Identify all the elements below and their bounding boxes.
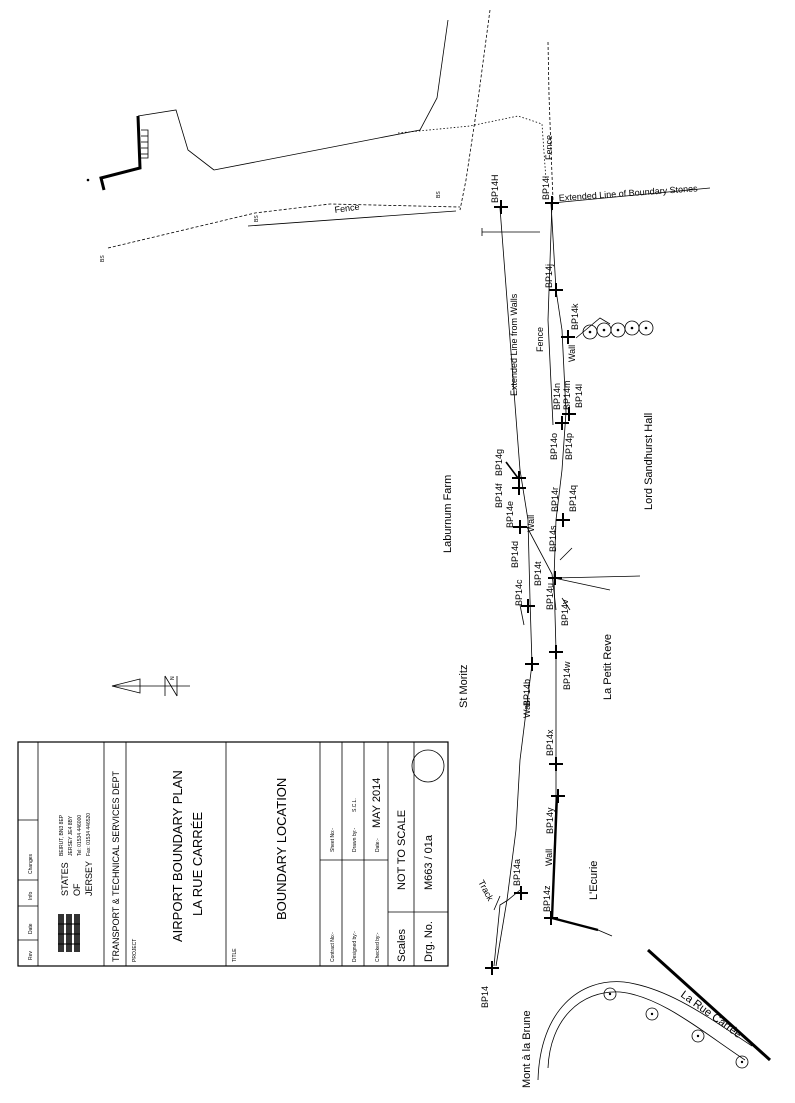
- drawn-value: S.C.L.: [352, 798, 358, 812]
- org-line3: JERSEY: [84, 861, 94, 896]
- label-bp14o: BP14o: [549, 433, 559, 460]
- label-bp14H: BP14H: [490, 174, 500, 203]
- scales-caption: Scales: [396, 928, 408, 962]
- label-bp14w: BP14w: [562, 661, 572, 690]
- label-bp14x: BP14x: [545, 729, 555, 756]
- label-mont-a-la-brune: Mont à la Brune: [521, 1010, 533, 1088]
- building-outline: [86, 109, 215, 191]
- title-caption: TITLE: [232, 948, 238, 962]
- label-bp14p: BP14p: [564, 433, 574, 460]
- date-caption: Date:-: [375, 838, 381, 852]
- drg-value: M663 / 01a: [423, 834, 435, 890]
- boundary-markers: [485, 196, 576, 975]
- north-arrow: N: [111, 675, 190, 697]
- label-bp14j: BP14j: [544, 264, 554, 288]
- north-label: N: [170, 676, 176, 680]
- drawn-caption: Drawn by:-: [352, 827, 358, 852]
- northern-boundary-lines: [107, 9, 554, 249]
- label-bp14m: BP14m: [562, 380, 572, 410]
- label-laburnum-farm: Laburnum Farm: [442, 475, 454, 553]
- sheet-caption: Sheet No:-: [330, 828, 336, 852]
- label-bp14c: BP14c: [514, 579, 524, 606]
- point-labels: BP14H BP14l BP14j BP14k BP14n BP14m BP14…: [480, 174, 584, 1008]
- label-bp14u: BP14u: [545, 583, 555, 610]
- label-bs-1: BS: [100, 255, 106, 262]
- address-line1: BEIRUT, BN3 8EP: [59, 814, 65, 856]
- address-line2: JERSEY JE4 8BY: [68, 815, 74, 856]
- dept-name: TRANSPORT & TECHNICAL SERVICES DEPT: [111, 770, 121, 962]
- label-wall-1: Wall: [567, 345, 577, 362]
- label-fence-diagonal: Fence: [334, 202, 360, 215]
- label-bp14a: BP14a: [512, 859, 522, 886]
- label-bp14v: BP14v: [560, 599, 570, 626]
- label-la-petit-reve: La Petit Reve: [602, 634, 614, 700]
- label-fence-mid: Fence: [535, 327, 545, 352]
- label-st-moritz: St Moritz: [458, 665, 470, 708]
- designed-caption: Designed by:-: [352, 931, 358, 962]
- title-block: Changes Info Date Rev STATES OF JERSEY B…: [17, 741, 449, 967]
- label-bp14q: BP14q: [568, 485, 578, 512]
- label-bs-2: BS: [254, 215, 260, 222]
- address-line4: Fax: 01534 446520: [86, 813, 92, 856]
- label-track: Track: [476, 878, 495, 903]
- label-bp14r: BP14r: [550, 487, 560, 512]
- project-line1: AIRPORT BOUNDARY PLAN: [170, 770, 185, 942]
- states-of-jersey-crest: [58, 914, 80, 952]
- boundary-lines: [493, 187, 711, 967]
- label-bp14l-mid: BP14l: [574, 384, 584, 408]
- label-lord-sandhurst-hall: Lord Sandhurst Hall: [643, 413, 655, 510]
- label-bp14b: BP14b: [522, 679, 532, 706]
- date-value: MAY 2014: [371, 778, 383, 828]
- label-bp14s: BP14s: [548, 525, 558, 552]
- rev-init-caption: Info: [28, 891, 34, 900]
- scales-value: NOT TO SCALE: [396, 810, 408, 890]
- label-bp14k: BP14k: [570, 303, 580, 330]
- rev-changes-caption: Changes: [28, 853, 34, 874]
- label-bp14g: BP14g: [494, 449, 504, 476]
- label-bp14e: BP14e: [505, 501, 515, 528]
- drg-caption: Drg. No.: [423, 921, 435, 962]
- label-bp14t: BP14t: [533, 561, 543, 586]
- label-bp14y: BP14y: [545, 807, 555, 834]
- label-wall-4: Wall: [544, 849, 554, 866]
- label-bp14f: BP14f: [494, 483, 504, 508]
- label-wall-3: Wall: [522, 701, 532, 718]
- la-rue-carree-road: [537, 948, 772, 1081]
- org-line1: STATES: [60, 862, 70, 896]
- contract-caption: Contract No:-: [330, 932, 336, 962]
- label-bp14n: BP14n: [552, 383, 562, 410]
- project-caption: PROJECT: [132, 939, 138, 962]
- checked-caption: Checked by:-: [375, 932, 381, 962]
- rev-date-caption: Date: [28, 923, 34, 934]
- label-bs-3: BS: [436, 191, 442, 198]
- label-bp14: BP14: [480, 986, 490, 1008]
- label-wall-2: Wall: [526, 515, 536, 532]
- rev-caption: Rev: [28, 951, 34, 960]
- org-line2: OF: [72, 883, 82, 896]
- address-line3: Tel: 01534 446000: [77, 815, 83, 856]
- drawing-title: BOUNDARY LOCATION: [274, 778, 289, 920]
- label-lecurie: L'Ecurie: [588, 861, 600, 900]
- label-bp14z: BP14z: [542, 885, 552, 912]
- label-bp14d: BP14d: [510, 541, 520, 568]
- boundary-stones-group: [575, 317, 654, 340]
- label-bp14l-top: BP14l: [541, 176, 551, 200]
- project-line2: LA RUE CARRÉE: [190, 812, 205, 916]
- feature-labels: Fence Fence Fence Extended Line of Bound…: [100, 135, 698, 903]
- label-la-rue-carree: La Rue Carrée: [678, 989, 743, 1041]
- label-extended-walls: Extended Line from Walls: [509, 293, 519, 396]
- label-extended-stones: Extended Line of Boundary Stones: [558, 183, 698, 203]
- label-fence-top: Fence: [544, 135, 554, 160]
